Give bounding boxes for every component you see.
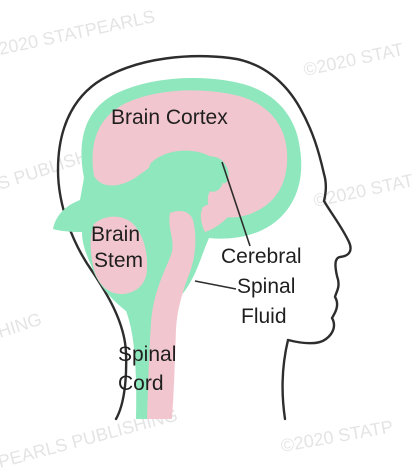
label-brain-stem-line2: Stem bbox=[94, 249, 143, 272]
watermark-left-lower: HING bbox=[0, 309, 44, 342]
watermark-top-right: ©2020 STAT bbox=[302, 39, 406, 80]
label-brain-stem-line1: Brain bbox=[91, 223, 140, 246]
csf-pointer-line-lower bbox=[195, 281, 236, 289]
label-spinal-cord-line2: Cord bbox=[118, 372, 164, 395]
watermark-bottom-right: ©2020 STATP bbox=[279, 417, 394, 456]
label-csf-line3: Fluid bbox=[241, 305, 287, 328]
label-brain-cortex: Brain Cortex bbox=[111, 106, 228, 129]
watermark-top-left: 2020 STATPEARLS bbox=[0, 6, 157, 59]
label-spinal-cord-line1: Spinal bbox=[118, 343, 176, 366]
label-csf-line2: Spinal bbox=[237, 275, 295, 298]
label-csf-line1: Cerebral bbox=[221, 245, 302, 268]
